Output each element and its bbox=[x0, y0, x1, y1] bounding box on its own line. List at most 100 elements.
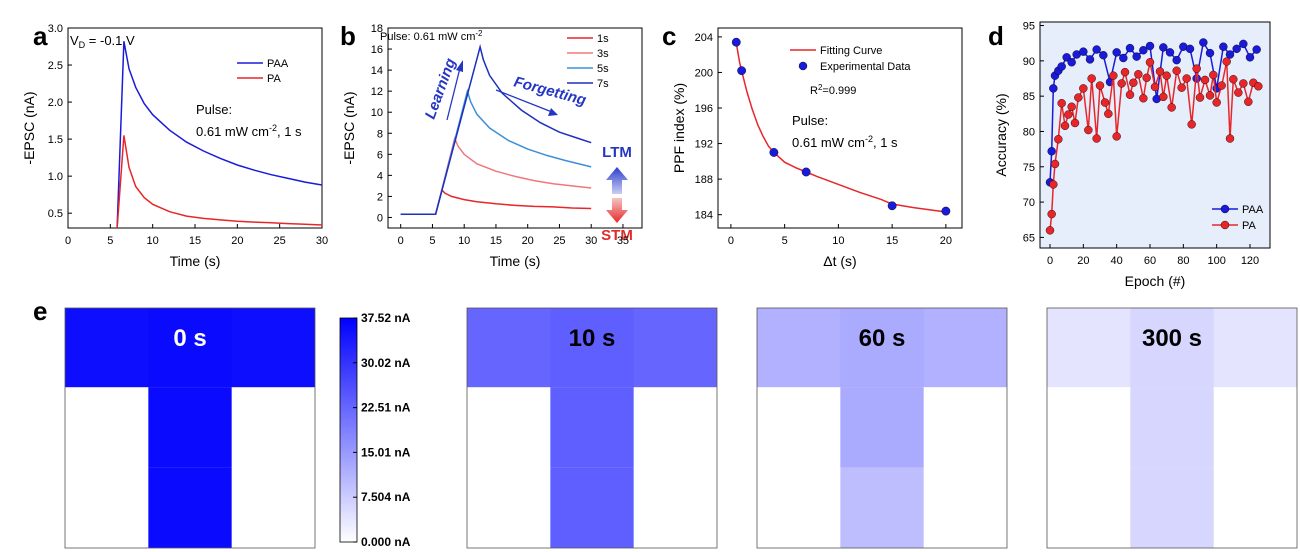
heatmap-0: 0 s bbox=[64, 307, 316, 549]
panel-d-point-PA bbox=[1177, 83, 1186, 92]
panel-b-ytick-label: 14 bbox=[371, 65, 383, 77]
panel-d-xtick-label: 120 bbox=[1241, 255, 1259, 267]
panel-c-r2-prefix: R bbox=[810, 85, 818, 97]
panel-d-ylabel: Accuracy (%) bbox=[993, 93, 1009, 176]
panel-d-point-PAA bbox=[1062, 53, 1071, 62]
panel-b-ytick-label: 16 bbox=[371, 44, 383, 56]
panel-d-point-PAA bbox=[1219, 42, 1228, 51]
panel-b-ytick-label: 12 bbox=[371, 86, 383, 98]
panel-b-learning-arrow bbox=[446, 67, 461, 121]
panel-d-point-PAA bbox=[1199, 38, 1208, 47]
panel-d-point-PA bbox=[1212, 98, 1221, 107]
panel-a-legend-label-PAA: PAA bbox=[267, 58, 289, 70]
panel-d-xtick-label: 60 bbox=[1144, 255, 1156, 267]
panel-b-pulse-prefix: Pulse: 0.61 mW cm bbox=[380, 31, 475, 43]
panel-c-ytick-label: 188 bbox=[695, 174, 713, 186]
panel-c-point-Experimental Data bbox=[801, 167, 811, 177]
panel-letter-a: a bbox=[33, 21, 48, 51]
panel-d-ytick-label: 70 bbox=[1023, 197, 1035, 209]
colorbar-tick-label: 7.504 nA bbox=[361, 490, 411, 504]
panel-d-point-PA bbox=[1217, 81, 1226, 90]
panel-d-point-PA bbox=[1225, 134, 1235, 143]
panel-b-xtick-label: 20 bbox=[522, 235, 534, 247]
panel-b-xtick-label: 0 bbox=[398, 235, 404, 247]
heatmap-2: 60 s bbox=[756, 307, 1008, 549]
panel-d-point-PA bbox=[1070, 118, 1080, 128]
panel-d-frame bbox=[1039, 21, 1271, 249]
panel-b-legend-label-7s: 7s bbox=[597, 78, 609, 90]
panel-d-point-PAA bbox=[1172, 55, 1181, 65]
panel-d-point-PA bbox=[1222, 57, 1231, 66]
colorbar-tick-label: 37.52 nA bbox=[361, 311, 411, 325]
panel-d-ytick-label: 75 bbox=[1023, 162, 1035, 174]
panel-a-vd-sub: D bbox=[79, 40, 86, 50]
panel-c-point-Experimental Data bbox=[731, 37, 741, 47]
panel-c-series-Fitting Curve bbox=[735, 42, 947, 213]
panel-c-ytick-label: 184 bbox=[695, 210, 713, 222]
panel-b-pulse-sup: -2 bbox=[475, 29, 483, 38]
panel-d-point-PAA bbox=[1085, 55, 1095, 64]
panel-d-point-PAA bbox=[1112, 48, 1121, 57]
panel-b-forgetting-label: Forgetting bbox=[512, 73, 588, 109]
panel-d-point-PA bbox=[1095, 81, 1105, 90]
panel-b-ytick-label: 0 bbox=[377, 212, 383, 224]
panel-a-line-PA bbox=[68, 135, 322, 228]
heatmap-stem-upper bbox=[550, 387, 634, 468]
panel-c-xtick-label: 20 bbox=[940, 235, 952, 247]
panel-b-learning-label: Learning bbox=[422, 56, 460, 121]
panel-a-vd-value: = -0.1 V bbox=[85, 33, 135, 48]
panel-d-point-PAA bbox=[1057, 62, 1066, 71]
heatmap-time-label: 10 s bbox=[569, 325, 616, 352]
panel-a-line-PAA bbox=[68, 41, 322, 228]
panel-b-series-7s bbox=[400, 43, 592, 216]
panel-d-point-PAA bbox=[1239, 39, 1248, 49]
panel-d-point-PAA bbox=[1119, 53, 1128, 63]
panel-c-series-Experimental Data bbox=[731, 37, 951, 216]
panel-a-legend-label-PA: PA bbox=[267, 73, 282, 85]
panel-d-point-PA bbox=[1167, 103, 1176, 112]
panel-d-point-PAA bbox=[1252, 45, 1261, 54]
panel-b-ytick-label: 2 bbox=[377, 191, 383, 203]
panel-c-pulse-prefix: 0.61 mW cm bbox=[792, 135, 865, 150]
panel-d-point-PAA bbox=[1145, 41, 1155, 51]
panel-d-xlabel: Epoch (#) bbox=[1125, 273, 1186, 289]
panel-c-ytick-label: 196 bbox=[695, 103, 713, 115]
panel-d-xtick-label: 0 bbox=[1047, 255, 1053, 267]
panel-a-pulse-line2: 0.61 mW cm-2, 1 s bbox=[196, 123, 302, 139]
panel-d-point-PA bbox=[1162, 71, 1171, 80]
panel-d-point-PA bbox=[1150, 82, 1160, 92]
panel-b-xtick-label: 25 bbox=[553, 235, 565, 247]
heatmap-frame bbox=[1046, 307, 1298, 549]
panel-c-point-Experimental Data bbox=[941, 206, 951, 216]
panel-d-point-PA bbox=[1229, 75, 1238, 84]
panel-a-xtick-label: 20 bbox=[231, 235, 243, 247]
panel-b-stm-label: STM bbox=[601, 227, 633, 244]
panel-d-point-PAA bbox=[1047, 147, 1056, 156]
heatmap-time-label: 0 s bbox=[173, 325, 206, 352]
panel-d-point-PA bbox=[1100, 98, 1110, 107]
panel-d-point-PA bbox=[1067, 102, 1076, 111]
panel-d-point-PA bbox=[1134, 70, 1143, 79]
panel-a-vd-annotation: VD = -0.1 V bbox=[70, 33, 135, 50]
panel-d-point-PA bbox=[1092, 134, 1101, 143]
panel-b-legend-label-5s: 5s bbox=[597, 63, 609, 75]
panel-b-legend-label-1s: 1s bbox=[597, 33, 609, 45]
panel-d-line-PA bbox=[1049, 61, 1259, 231]
panel-b-xtick-label: 5 bbox=[429, 235, 435, 247]
panel-c-point-Experimental Data bbox=[887, 201, 897, 211]
panel-a-xtick-label: 15 bbox=[189, 235, 201, 247]
panel-b-xtick-label: 10 bbox=[458, 235, 470, 247]
panel-c-xtick-label: 0 bbox=[728, 235, 734, 247]
panel-b-line-7s bbox=[400, 43, 592, 216]
panel-letter-d: d bbox=[988, 21, 1004, 51]
panel-d-point-PA bbox=[1200, 75, 1210, 85]
panel-d-point-PAA bbox=[1205, 48, 1215, 58]
panel-d-point-PA bbox=[1139, 94, 1148, 103]
panel-d-point-PA bbox=[1104, 109, 1113, 119]
panel-b-frame bbox=[387, 27, 643, 229]
panel-d-point-PAA bbox=[1159, 43, 1168, 52]
